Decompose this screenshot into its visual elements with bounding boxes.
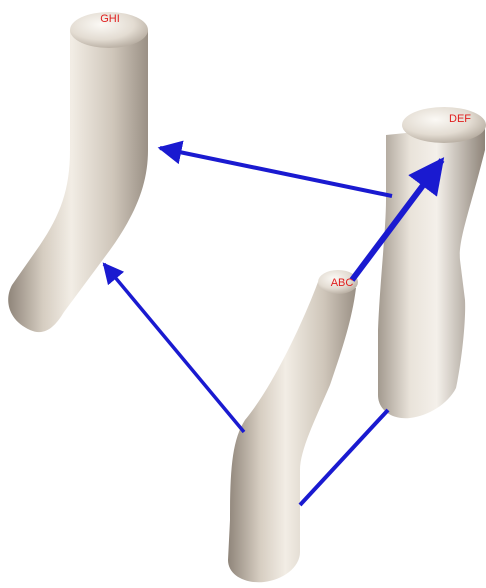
- node-ghi-tube: [8, 30, 148, 332]
- node-label-def: DEF: [449, 113, 471, 125]
- node-abc: [228, 270, 358, 582]
- edge-abc-to-ghi: [104, 264, 244, 432]
- node-abc-tube: [228, 282, 356, 582]
- edge-abc-to-def-lower: [300, 410, 388, 505]
- node-def-tube: [378, 125, 485, 418]
- node-label-ghi: GHI: [100, 13, 120, 25]
- node-def-cap: [402, 107, 486, 143]
- edge-def-to-ghi: [160, 148, 392, 196]
- node-def: [378, 107, 486, 418]
- node-ghi: [8, 12, 148, 332]
- node-label-abc: ABC: [331, 277, 354, 289]
